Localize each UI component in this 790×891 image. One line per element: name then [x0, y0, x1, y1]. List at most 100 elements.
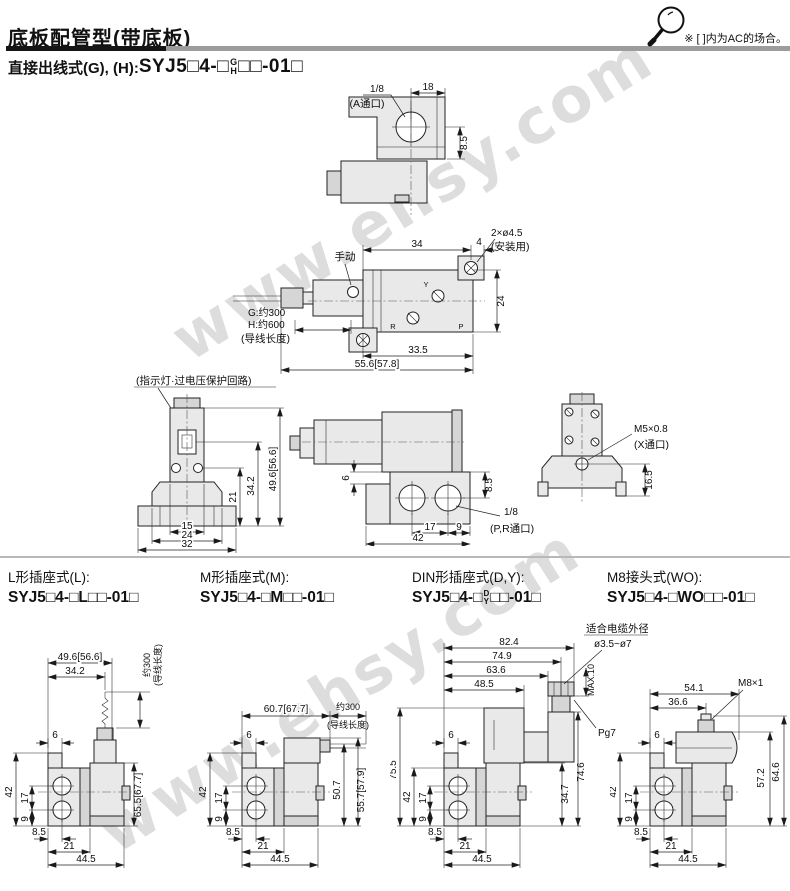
port-letter-r: R [390, 322, 396, 331]
dim-8-5: 8.5 [428, 827, 442, 838]
dim-21: 21 [228, 491, 239, 503]
din-type-drawing: 82.4 74.9 63.6 48.5 适合电缆外径 ø3.5~ø7 MAX.1… [390, 622, 648, 868]
gh-plan-view-drawing: 手动 Y R P 34 4 2×ø4.5 (安装用) 24 33.5 [233, 228, 530, 374]
dim-42: 42 [198, 786, 209, 798]
dim-9: 9 [456, 522, 462, 533]
din-model-prefix: SYJ5□4-□ [412, 589, 483, 606]
column-m-model: SYJ5□4-□M□□-01□ [200, 589, 334, 606]
dim-60-7: 60.7[67.7] [264, 704, 309, 715]
dimensions: 21 34.2 49.6[56.6] 15 24 32 [137, 407, 284, 553]
column-din-title: DIN形插座式(D,Y): [412, 570, 525, 585]
dim-21: 21 [459, 841, 471, 852]
dim-6: 6 [341, 475, 352, 481]
dim-9: 9 [418, 816, 429, 822]
valve-outline [38, 692, 136, 827]
lead-length-h: H:约600 [248, 318, 285, 331]
gh-back-view-drawing: M5×0.8 (X通口) 16.5 [537, 392, 669, 504]
port-thread-label: 1/8 [370, 84, 384, 95]
dimensions: 8.5 6 17 9 42 1/8 (P,R通口) [341, 460, 534, 546]
dim-16-5: 16.5 [644, 470, 655, 490]
dimensions: 82.4 74.9 63.6 48.5 适合电缆外径 ø3.5~ø7 MAX.1… [390, 622, 648, 868]
mount-label-2: (安装用) [491, 240, 530, 253]
dim-21: 21 [257, 841, 269, 852]
dim-44-5: 44.5 [678, 854, 698, 865]
valve-outline [232, 737, 366, 827]
column-m-title: M形插座式(M): [200, 570, 290, 585]
valve-outline [537, 392, 627, 504]
l-type-drawing: 49.6[56.6] 34.2 约300 (导线长度) 65.5[67.7] 4… [4, 644, 163, 868]
dim-34-7: 34.7 [560, 784, 571, 804]
dim-9: 9 [214, 816, 225, 822]
dim-24: 24 [181, 530, 193, 541]
section-gh-model-suffix: □□-01□ [238, 56, 304, 77]
valve-outline [289, 409, 471, 525]
dimensions: 54.1 36.6 M8×1 57.2 64.6 42 17 9 [610, 678, 787, 868]
dim-34-2: 34.2 [65, 666, 85, 677]
dim-6: 6 [448, 730, 454, 741]
dim-17: 17 [424, 522, 436, 533]
lead-length-note: (导线长度) [241, 332, 290, 345]
port-letter-p: P [458, 322, 463, 331]
valve-outline [326, 96, 446, 215]
dimensions: 60.7[67.7] 约300 (导线长度) 50.7 55.7[57.9] 4… [198, 701, 369, 868]
dim-21: 21 [665, 841, 677, 852]
port-name-label: (A通口) [350, 98, 385, 110]
dim-17: 17 [624, 792, 635, 804]
dim-17: 17 [20, 792, 31, 804]
manual-label: 手动 [335, 250, 356, 263]
dim-24: 24 [496, 295, 507, 307]
column-l-model: SYJ5□4-□L□□-01□ [8, 589, 139, 606]
column-wo-model: SYJ5□4-□WO□□-01□ [607, 589, 755, 606]
din-model-suffix: □□-01□ [490, 589, 541, 606]
dim-6: 6 [246, 730, 252, 741]
lead-length: 约300 [141, 653, 152, 677]
dim-32: 32 [181, 539, 193, 550]
port-letter-y: Y [423, 280, 428, 289]
lead-length: 约300 [336, 701, 360, 712]
mount-label-1: 2×ø4.5 [491, 228, 523, 239]
dim-17: 17 [214, 792, 225, 804]
column-wo-heading: M8接头式(WO): SYJ5□4-□WO□□-01□ [607, 566, 755, 607]
dim-42: 42 [412, 533, 424, 544]
dim-34: 34 [411, 239, 423, 250]
dimensions: 手动 Y R P 34 4 2×ø4.5 (安装用) 24 33.5 [241, 228, 530, 374]
title-underline-black [6, 46, 166, 51]
dim-8-5: 8.5 [32, 827, 46, 838]
magnifier-icon [647, 6, 685, 47]
dimensions: 18 8.5 1/8 (A通口) [350, 83, 470, 160]
dim-4: 4 [476, 237, 482, 248]
stack-bottom: H [230, 66, 237, 76]
dimensions: 49.6[56.6] 34.2 约300 (导线长度) 65.5[67.7] 4… [4, 644, 163, 868]
dimensions: (指示灯·过电压保护回路) [134, 374, 276, 417]
dim-6: 6 [654, 730, 660, 741]
dim-34-2: 34.2 [246, 476, 257, 496]
cable-note-1: 适合电缆外径 [586, 622, 648, 635]
dim-55-7: 55.7[57.9] [356, 768, 367, 813]
lead-length-note: (导线长度) [152, 644, 163, 686]
lead-length-g: G:约300 [248, 306, 286, 319]
dim-49-6: 49.6[56.6] [58, 652, 103, 663]
section-divider [0, 556, 790, 558]
dim-44-5: 44.5 [76, 854, 96, 865]
title-underline-gray [166, 46, 790, 51]
dim-44-5: 44.5 [270, 854, 290, 865]
indicator-note: (指示灯·过电压保护回路) [136, 374, 252, 387]
stack-bottom: Y [483, 597, 489, 606]
x-port-name: (X通口) [634, 439, 669, 451]
column-m-heading: M形插座式(M): SYJ5□4-□M□□-01□ [200, 566, 334, 607]
dim-8-5: 8.5 [484, 478, 495, 492]
dim-8-5: 8.5 [226, 827, 240, 838]
valve-outline [137, 394, 237, 532]
dim-21: 21 [63, 841, 75, 852]
m-type-drawing: 60.7[67.7] 约300 (导线长度) 50.7 55.7[57.9] 4… [198, 701, 369, 868]
dim-42: 42 [402, 791, 413, 803]
dim-36-6: 36.6 [668, 697, 688, 708]
column-wo-title: M8接头式(WO): [607, 570, 703, 585]
gh-front-view-drawing: (指示灯·过电压保护回路) 21 34.2 [134, 374, 284, 553]
dim-42: 42 [4, 786, 15, 798]
dim-44-5: 44.5 [472, 854, 492, 865]
dim-8-5: 8.5 [634, 827, 648, 838]
